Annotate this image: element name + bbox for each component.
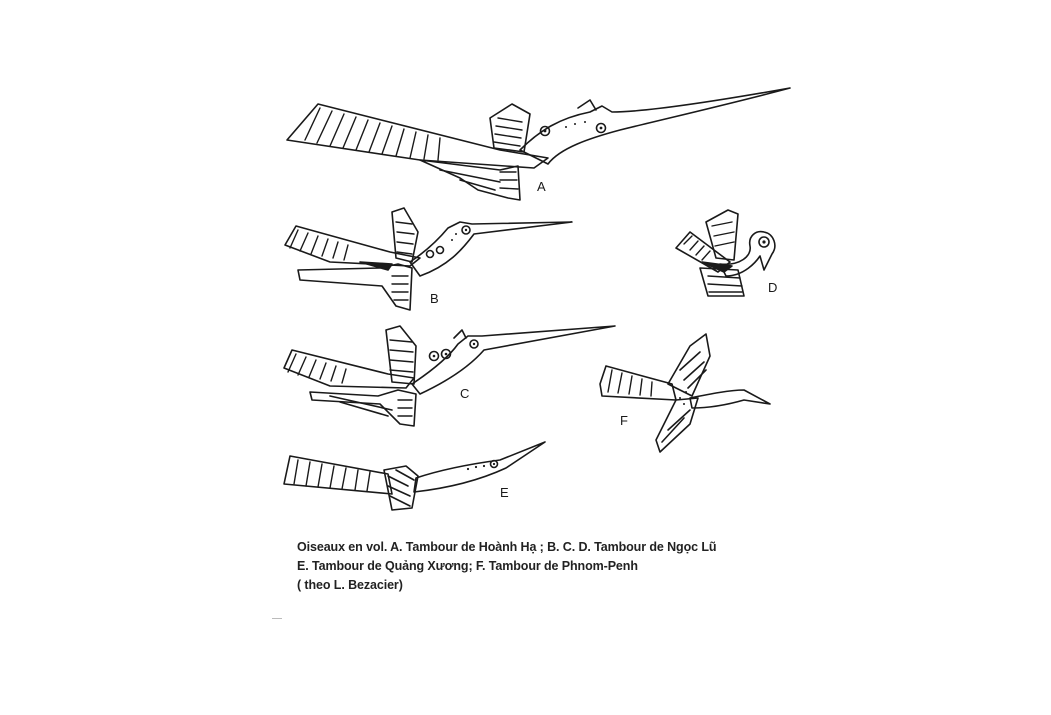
- figure-caption: Oiseaux en vol. A. Tambour de Hoành Hạ ;…: [297, 538, 857, 595]
- label-b: B: [430, 291, 439, 306]
- bird-e-drawing: [283, 441, 546, 511]
- bird-a-drawing: [286, 87, 791, 201]
- label-a: A: [537, 179, 546, 194]
- label-f: F: [620, 413, 628, 428]
- label-e: E: [500, 485, 509, 500]
- caption-line-2: E. Tambour de Quảng Xương; F. Tambour de…: [297, 559, 638, 573]
- bird-c-drawing: [283, 325, 616, 427]
- bird-f-drawing: [599, 333, 771, 453]
- label-d: D: [768, 280, 777, 295]
- label-c: C: [460, 386, 469, 401]
- bird-d-drawing: [675, 209, 776, 297]
- caption-line-3: ( theo L. Bezacier): [297, 578, 403, 592]
- bird-b-drawing: [284, 207, 573, 311]
- caption-line-1: Oiseaux en vol. A. Tambour de Hoành Hạ ;…: [297, 540, 717, 554]
- scan-edge-mark: [272, 618, 282, 619]
